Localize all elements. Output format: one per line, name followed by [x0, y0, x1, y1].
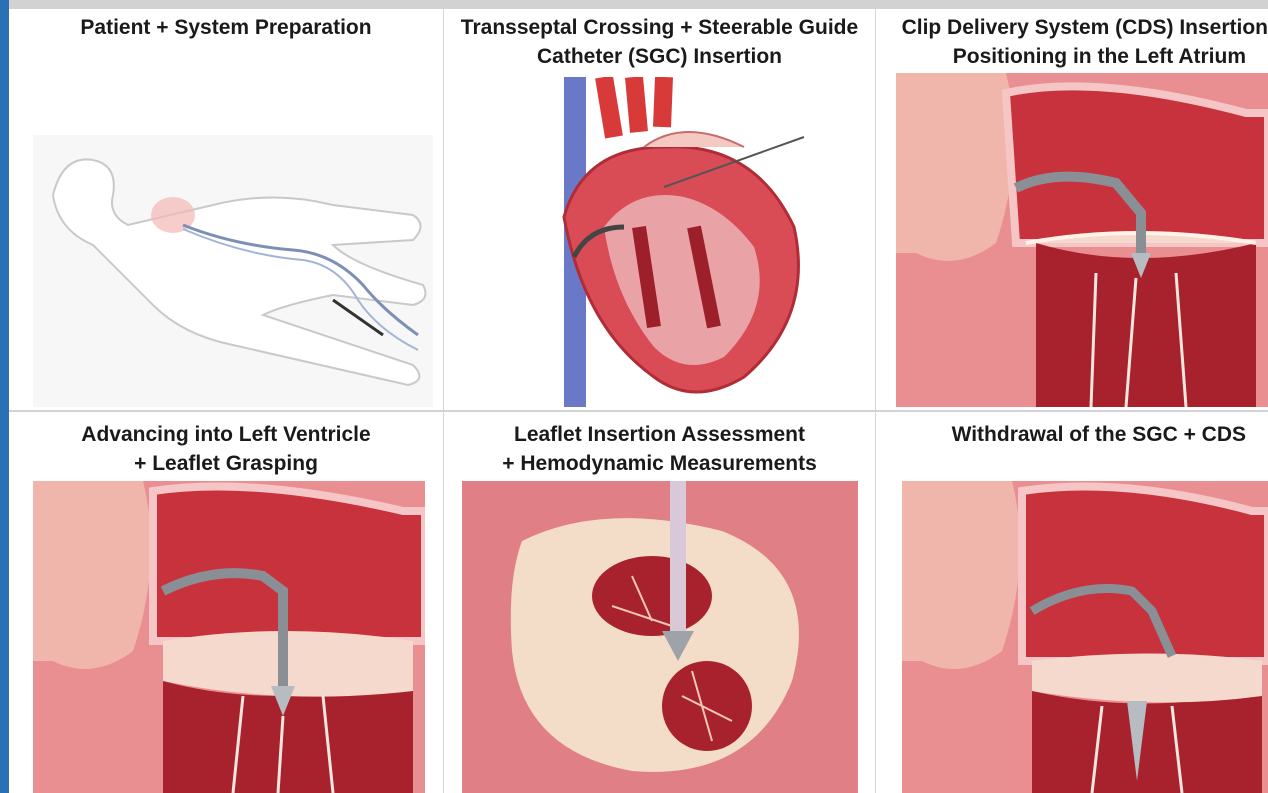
heart-image	[544, 77, 814, 407]
panel-transseptal-crossing: Transseptal Crossing + Steerable Guide C…	[444, 9, 875, 409]
withdrawal-image	[902, 481, 1268, 793]
left-atrium-illustration	[896, 73, 1268, 407]
left-ventricle-illustration	[33, 481, 425, 793]
left-atrium-image	[896, 73, 1268, 407]
panel-title-line: Catheter (SGC) Insertion	[444, 42, 875, 71]
panel-leaflet-grasping: Advancing into Left Ventricle + Leaflet …	[9, 412, 443, 793]
panel-withdrawal: Withdrawal of the SGC + CDS	[876, 412, 1268, 793]
patient-illustration	[33, 135, 433, 407]
panel-title-line: Clip Delivery System (CDS) Insertion	[876, 13, 1268, 42]
panel-leaflet-assessment: Leaflet Insertion Assessment + Hemodynam…	[444, 412, 875, 793]
panel-title: Patient + System Preparation	[9, 13, 443, 42]
withdrawal-illustration	[902, 481, 1268, 793]
panel-title-line: Advancing into Left Ventricle	[9, 420, 443, 449]
panel-title-line: Patient + System Preparation	[9, 13, 443, 42]
panel-title-line: Positioning in the Left Atrium	[876, 42, 1268, 71]
panel-title-line: + Hemodynamic Measurements	[444, 449, 875, 478]
panel-title: Advancing into Left Ventricle + Leaflet …	[9, 420, 443, 478]
panel-cds-insertion: Clip Delivery System (CDS) Insertion Pos…	[876, 9, 1268, 409]
left-frame-border	[0, 0, 9, 793]
panel-title-line: Withdrawal of the SGC + CDS	[876, 420, 1246, 449]
heart-cross-section-illustration	[544, 77, 814, 407]
panel-title: Leaflet Insertion Assessment + Hemodynam…	[444, 420, 875, 478]
panel-title-line: Leaflet Insertion Assessment	[444, 420, 875, 449]
panel-title-line: + Leaflet Grasping	[9, 449, 443, 478]
panel-title: Transseptal Crossing + Steerable Guide C…	[444, 13, 875, 71]
panel-patient-preparation: Patient + System Preparation	[9, 9, 443, 409]
panel-title: Clip Delivery System (CDS) Insertion Pos…	[876, 13, 1268, 71]
panel-title-line: Transseptal Crossing + Steerable Guide	[444, 13, 875, 42]
clipped-header-strip	[9, 0, 1268, 9]
left-ventricle-image	[33, 481, 425, 793]
mitral-valve-image	[462, 481, 858, 793]
mitral-valve-view-illustration	[462, 481, 858, 793]
patient-body-image	[33, 135, 433, 407]
panel-title: Withdrawal of the SGC + CDS	[876, 420, 1268, 449]
